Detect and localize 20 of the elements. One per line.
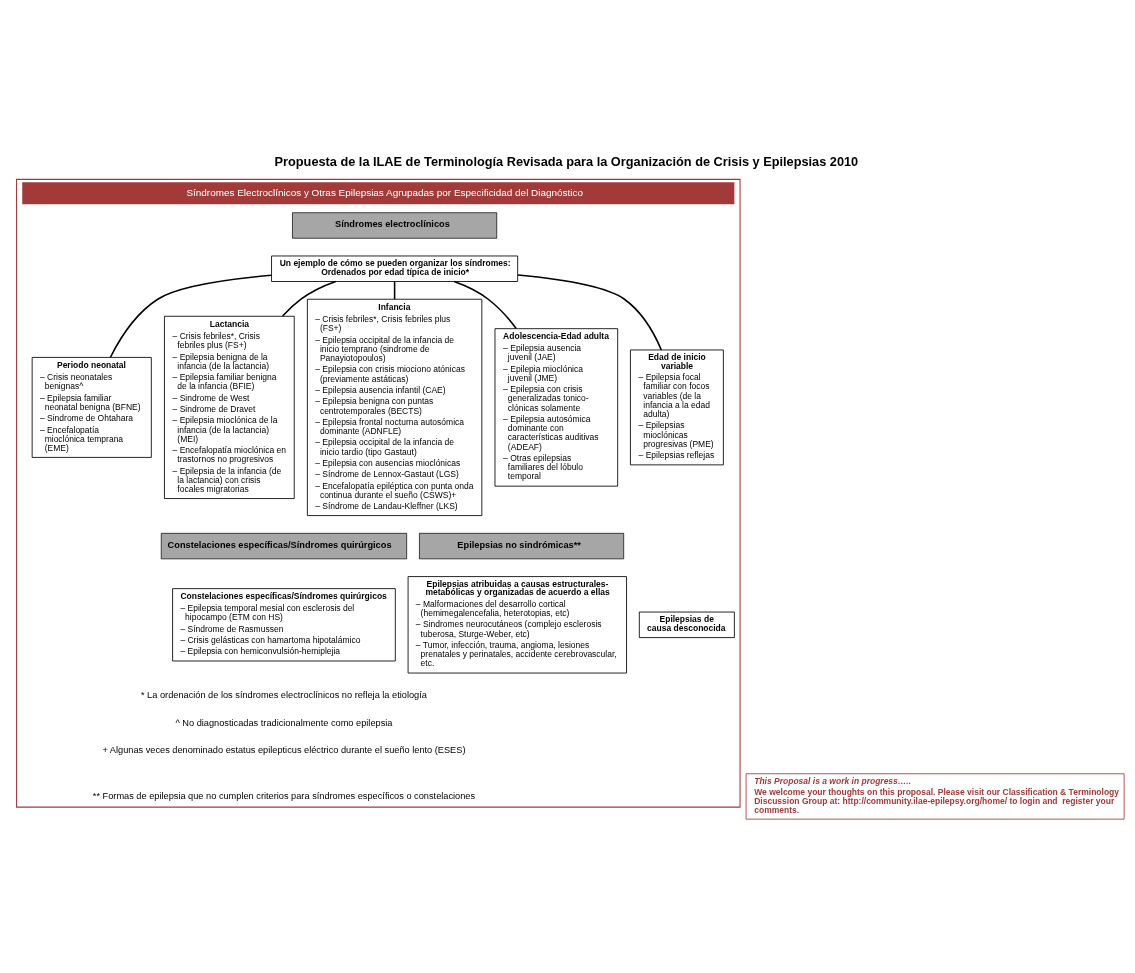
node-box: Constelaciones específicas/Síndromes quirúrgicos – Epilepsia temporal mesial con esclerosis del hipocampo (ETM con HS) – Síndrome de Rasmussen – Crisis gelásticas con hamartoma hipotalámico – Epilepsia con hemiconvulsión-hemiplejia [172,588,396,662]
node-box: Un ejemplo de cómo se pueden organizar los síndromes: Ordenados por edad típica de inicio* [271,255,519,282]
node-box: Lactancia – Crisis febriles*, Crisis febriles plus (FS+) – Epilepsia benigna de la infancia (de la lactancia) – Epilepsia familiar benigna de la infancia (BFIE) – Sindrome de West – Sindrome de Dravet – Epilepsia mioclónica de la infancia (de la lactancia) (MEI) – Encefalopatía mioclónica en trastornos no progresivos – Epilepsia de la infancia (de la lactancia) con crisis focales migratorias [164,315,295,499]
node-box: Epilepsias de causa desconocida [638,611,735,638]
label: ** Formas de epilepsia que no cumplen criterios para síndromes específicos o constelaciones [92,790,476,801]
node-box: Síndromes electroclínicos [292,212,498,239]
node-box: Periodo neonatal – Crisis neonatales benignas^ – Epilepsia familiar neonatal benigna (BFNE) – Sindrome de Ohtahara – Encefalopatía mioclónica temprana (EME) [31,357,152,458]
label: + Algunas veces denominado estatus epilepticus eléctrico durante el sueño lento (ESES) [102,745,466,756]
label: ^ No diagnosticadas tradicionalmente como epilepsia [175,717,393,728]
node-box: Adolescencia-Edad adulta – Epilepsia ausencia juvenil (JAE) – Epilepia mioclónica juvenil (JME) – Epilepsia con crisis generalizadas tonico-clónicas solamente – Epilepsia autosómica dominante con características auditivas (ADEAF) – Otras epilepsias familiares del lóbulo temporal [494,328,619,487]
diagram-title: Propuesta de la ILAE de Terminología Revisada para la Organización de Crisis y Epilepsias 2010 [274,154,859,170]
connector [109,274,273,358]
connector [517,274,663,351]
node-box: Edad de inicio variable – Epilepsia focal familiar con focos variables (de la infancia a la edad adulta) – Epilepsias mioclónicas progresivas (PME) – Epilepsias reflejas [630,349,724,466]
node-box: This Proposal is a work in progress….. We welcome your thoughts on this proposal. Please visit our Classification & Terminology Discussion Group at: http://community.ilae-epilepsy.org/home/ to login and register your comments. [745,773,1125,820]
label: * La ordenación de los síndromes electroclínicos no refleja la etiología [140,690,427,701]
node-box: Epilepsias no sindrómicas** [419,532,625,560]
node-box: Infancia – Crisis febriles*, Crisis febriles plus (FS+) – Epilepsia occipital de la infancia de inicio temprano (sindrome de Panayiotopoulos) – Epilepsia con crisis miociono atónicas (previamente astáticas) – Epilepsia ausencia infantil (CAE) – Epilepsia benigna con puntas centrotemporales (BECTS) – Epilepsia frontal nocturna autosómica dominante (ADNFLE) – Epilepsia occipital de la infancia de inicio tardio (tipo Gastaut) – Epilepsia con ausencias mioclónicas – Síndrome de Lennox-Gastaut (LGS) – Encefalopatía epiléptica con punta onda continua durante el sueño (CSWS)+ – Síndrome de Landau-Kleffner (LKS) [306,298,483,516]
node-box: Epilepsias atribuidas a causas estructurales-metabólicas y organizadas de acuerdo a ellas – Malformaciones del desarrollo cortical (hemimegalencefalia, heterotopias, etc) – Sindromes neurocutáneos (complejo esclerosis tuberosa, Sturge-Weber, etc) – Tumor, infección, trauma, angioma, lesiones prenatales y perinatales, accidente cerebrovascular, etc. [407,576,627,674]
node-box: Constelaciones específicas/Síndromes quirúrgicos [160,532,408,560]
